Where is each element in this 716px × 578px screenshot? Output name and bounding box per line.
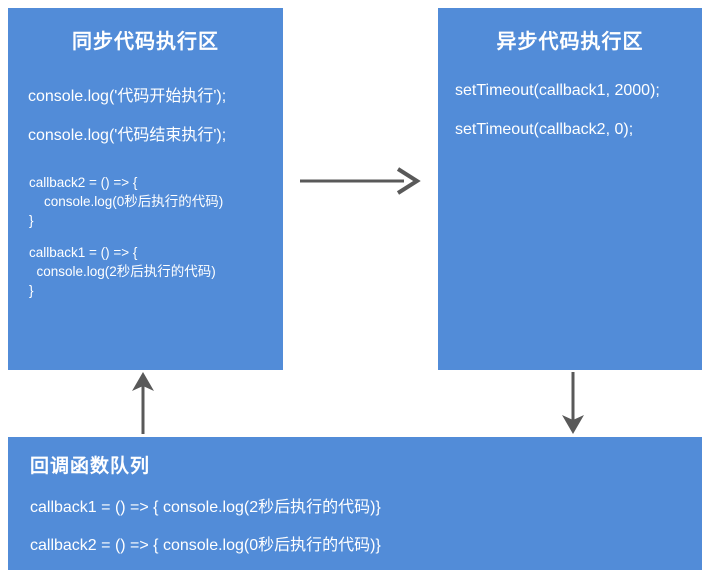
- sync-execution-box: 同步代码执行区: [8, 8, 283, 370]
- arrow-up-icon: [132, 372, 154, 434]
- queue-box-title: 回调函数队列: [30, 456, 151, 477]
- queue-line-1: callback1 = () => { console.log(2秒后执行的代码…: [30, 499, 381, 516]
- arrow-right-icon: [300, 167, 421, 195]
- sync-box-title: 同步代码执行区: [72, 31, 219, 53]
- arrow-down-icon: [562, 372, 584, 434]
- async-execution-box: 异步代码执行区: [438, 8, 702, 370]
- queue-line-2: callback2 = () => { console.log(0秒后执行的代码…: [30, 537, 381, 554]
- sync-callback1-block: callback1 = () => { console.log(2秒后执行的代码…: [29, 245, 216, 298]
- async-code-line-1: setTimeout(callback1, 2000);: [455, 82, 660, 99]
- callback-queue-box: 回调函数队列: [8, 437, 702, 570]
- sync-code-line-1: console.log('代码开始执行');: [28, 88, 227, 105]
- sync-code-line-2: console.log('代码结束执行');: [28, 127, 227, 144]
- sync-callback2-block: callback2 = () => { console.log(0秒后执行的代码…: [29, 175, 224, 228]
- async-code-line-2: setTimeout(callback2, 0);: [455, 121, 634, 138]
- async-box-title: 异步代码执行区: [496, 31, 644, 53]
